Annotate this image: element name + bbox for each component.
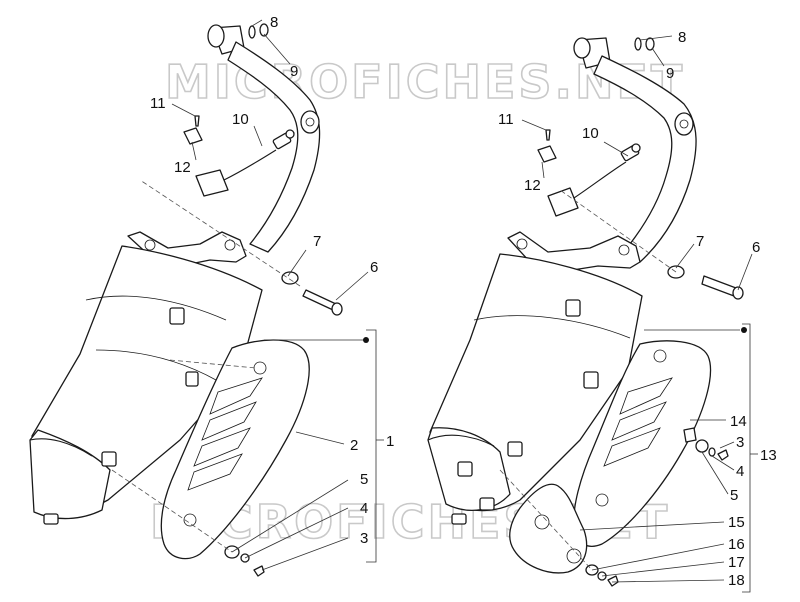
right-label-11: 11	[498, 111, 514, 128]
right-label-17: 17	[728, 554, 745, 571]
left-assembly: 8 9 11 10 12 7 6 2 1 5 4 3	[29, 14, 394, 577]
left-label-8: 8	[270, 14, 278, 31]
right-label-7: 7	[696, 233, 704, 250]
right-heat-shield	[573, 340, 712, 547]
right-nut-8b	[645, 37, 655, 51]
right-bolt-6	[701, 275, 737, 297]
left-label-9: 9	[290, 63, 298, 80]
left-nut-8b	[259, 23, 269, 37]
right-assembly: 8 9 11 10 12 7 6 14 3 4 13 5 15 16 17 18	[427, 29, 777, 593]
right-washer-4	[708, 447, 716, 457]
right-label-10: 10	[582, 125, 599, 142]
right-label-9: 9	[666, 65, 674, 82]
left-washer-8a	[248, 25, 256, 39]
left-bolt-6	[302, 289, 337, 311]
left-label-6: 6	[370, 259, 378, 276]
left-label-1: 1	[386, 433, 394, 450]
right-washer-8a	[634, 37, 642, 51]
left-label-7: 7	[313, 233, 321, 250]
left-heat-shield	[160, 339, 310, 560]
left-label-12: 12	[174, 159, 191, 176]
right-gasket-5	[695, 439, 709, 453]
right-clip	[537, 145, 557, 163]
right-lower-guard	[509, 483, 588, 574]
right-muffler-body	[427, 253, 643, 525]
right-label-4: 4	[736, 463, 744, 480]
right-label-15: 15	[728, 514, 745, 531]
right-label-6: 6	[752, 239, 760, 256]
right-label-18: 18	[728, 572, 745, 589]
left-label-11: 11	[150, 95, 166, 112]
right-label-16: 16	[728, 536, 745, 553]
left-screw-11	[194, 115, 200, 127]
right-oxygen-sensor	[547, 143, 641, 217]
right-screw-3	[717, 449, 729, 461]
left-label-4: 4	[360, 500, 368, 517]
left-muffler-body	[29, 245, 263, 525]
right-label-13: 13	[760, 447, 777, 464]
right-label-14: 14	[730, 413, 747, 430]
right-label-3: 3	[736, 434, 744, 451]
right-screw-18	[607, 575, 619, 587]
left-washer-7	[281, 271, 299, 285]
right-label-5: 5	[730, 487, 738, 504]
left-screw-3	[253, 565, 265, 577]
left-oxygen-sensor	[195, 129, 295, 197]
right-label-8: 8	[678, 29, 686, 46]
right-screw-11	[545, 129, 551, 141]
left-clip	[183, 127, 203, 145]
left-label-10: 10	[232, 111, 249, 128]
left-label-3: 3	[360, 530, 368, 547]
right-label-12: 12	[524, 177, 541, 194]
left-label-2: 2	[350, 437, 358, 454]
left-exhaust-pipe	[207, 24, 321, 253]
left-label-5: 5	[360, 471, 368, 488]
